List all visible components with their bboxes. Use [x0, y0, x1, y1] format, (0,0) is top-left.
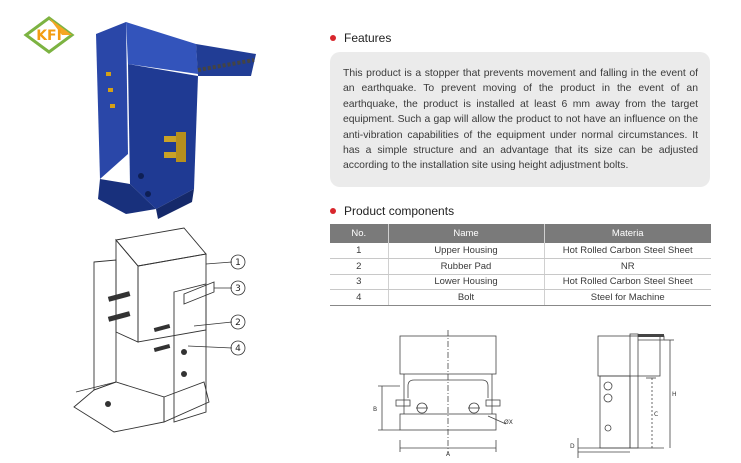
cell-material: Hot Rolled Carbon Steel Sheet	[543, 274, 711, 290]
table-row: 2 Rubber Pad NR	[330, 258, 711, 275]
table-row: 4 Bolt Steel for Machine	[330, 289, 711, 306]
product-photo	[96, 22, 256, 219]
cell-no: 3	[330, 274, 388, 290]
dim-hole: ØX	[504, 419, 513, 426]
table-header-row: No. Name Materia	[330, 224, 711, 243]
cell-name: Rubber Pad	[387, 258, 544, 275]
side-view-drawing: C H D	[570, 333, 677, 458]
cell-material: Hot Rolled Carbon Steel Sheet	[543, 243, 711, 259]
features-title: Features	[344, 31, 392, 45]
cell-material: Steel for Machine	[543, 289, 711, 306]
kfi-logo: KFI	[23, 16, 75, 54]
dim-b: B	[373, 406, 377, 413]
cell-material: NR	[543, 258, 711, 275]
callout-2: 2	[235, 318, 241, 328]
callout-3: 3	[235, 284, 241, 294]
components-heading: Product components	[330, 204, 454, 218]
cell-name: Lower Housing	[387, 274, 544, 290]
cell-no: 1	[330, 243, 388, 259]
callout-1: 1	[235, 258, 241, 268]
logo-text: KFI	[36, 28, 62, 44]
cell-no: 2	[330, 258, 388, 275]
dim-h: H	[672, 391, 677, 398]
assembly-drawing: 1 3 2 4	[73, 227, 246, 433]
cell-name: Upper Housing	[387, 243, 544, 259]
bullet-icon	[330, 35, 336, 41]
header-name: Name	[387, 224, 544, 243]
dim-c: C	[654, 411, 658, 418]
dim-a: A	[446, 451, 451, 458]
features-description: This product is a stopper that prevents …	[330, 52, 710, 187]
bullet-icon	[330, 208, 336, 214]
components-table: No. Name Materia 1 Upper Housing Hot Rol…	[330, 224, 711, 306]
header-no: No.	[330, 224, 388, 243]
dim-d: D	[570, 443, 575, 450]
header-material: Materia	[543, 224, 711, 243]
front-view-drawing: A B ØX	[373, 330, 513, 458]
table-row: 1 Upper Housing Hot Rolled Carbon Steel …	[330, 243, 711, 259]
cell-name: Bolt	[387, 289, 544, 306]
cell-no: 4	[330, 289, 388, 306]
features-heading: Features	[330, 31, 391, 45]
table-row: 3 Lower Housing Hot Rolled Carbon Steel …	[330, 274, 711, 290]
components-title: Product components	[344, 204, 455, 218]
callout-4: 4	[235, 344, 241, 354]
